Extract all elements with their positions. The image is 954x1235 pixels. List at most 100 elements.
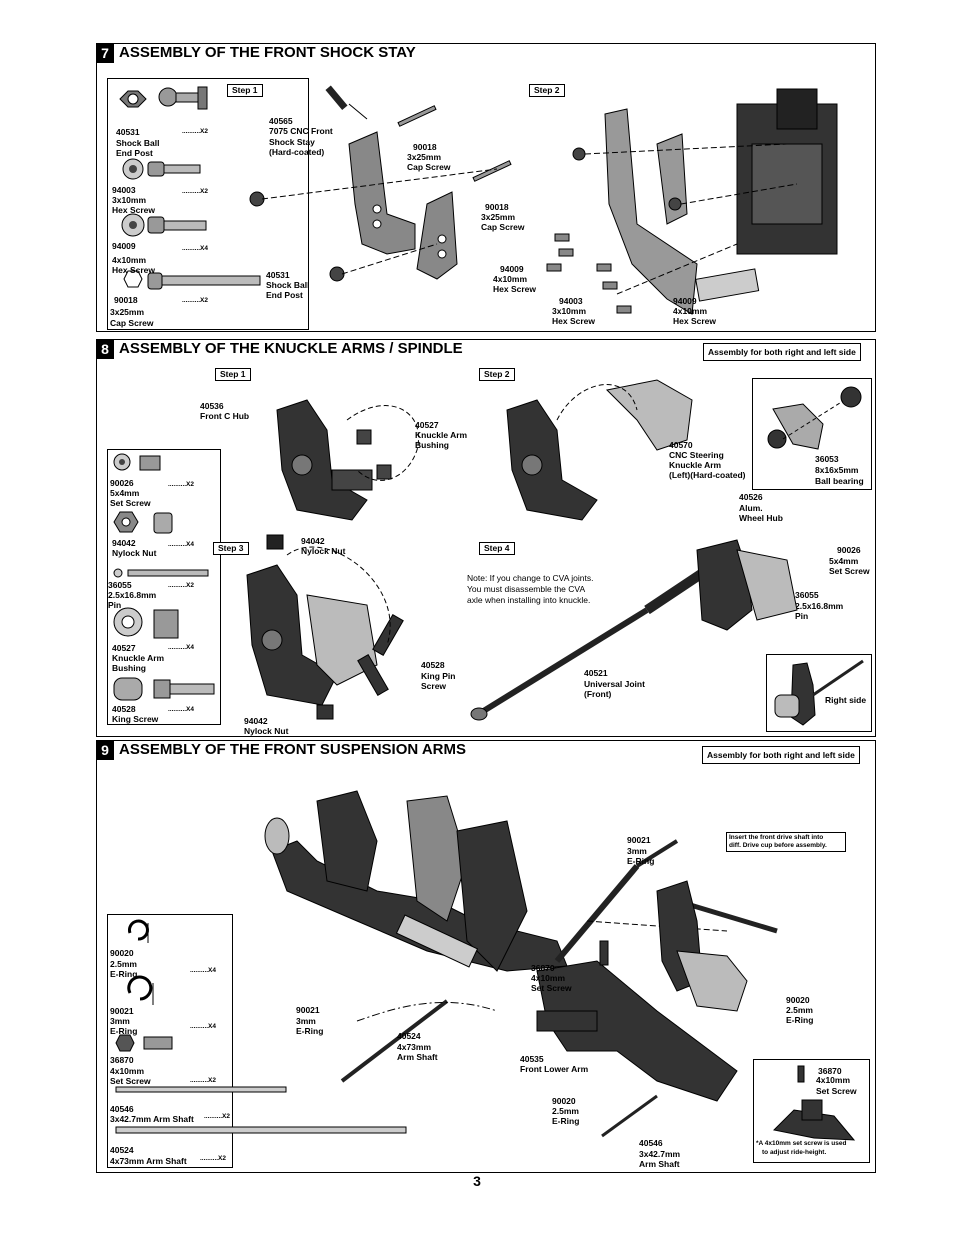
inventory-code: 94042 <box>112 538 136 548</box>
part-label: 40524 <box>397 1031 421 1041</box>
part-label: Ball bearing <box>815 476 864 486</box>
inventory-qty: ..........X4 <box>182 245 209 252</box>
inventory-name: E-Ring <box>110 1026 138 1036</box>
inventory-qty: ..........X2 <box>182 128 209 135</box>
inventory-name: 3mm <box>110 1016 130 1026</box>
part-label: 40528 <box>421 660 445 670</box>
part-label: Cap Screw <box>407 162 451 172</box>
inventory-name: Set Screw <box>110 1076 151 1086</box>
part-label: 90020 <box>552 1096 576 1106</box>
part-label: 36055 <box>795 590 819 600</box>
part-label: E-Ring <box>552 1116 580 1126</box>
part-label: 40531 <box>266 270 290 280</box>
part-label: (Left)(Hard-coated) <box>669 470 746 480</box>
part-label: Alum. <box>739 503 763 513</box>
part-label: Wheel Hub <box>739 513 783 523</box>
inventory-code: 40531 <box>116 127 140 137</box>
part-label: Hex Screw <box>673 316 716 326</box>
part-label: Nylock Nut <box>244 726 289 736</box>
section-7: 7 ASSEMBLY OF THE FRONT SHOCK STAY 40531… <box>96 43 876 332</box>
part-label: 40526 <box>739 492 763 502</box>
part-label: Cap Screw <box>481 222 525 232</box>
parts-inventory-drawings <box>115 919 407 1134</box>
inventory-qty: ..........X4 <box>168 541 195 548</box>
inventory-qty: ..........X4 <box>168 706 195 713</box>
step-2-label: Step 2 <box>529 84 565 97</box>
right-side-label: Right side <box>825 695 867 705</box>
cva-note-line: You must disassemble the CVA <box>467 584 586 594</box>
inventory-qty: ..........X4 <box>168 644 195 651</box>
inventory-qty: ..........X4 <box>190 967 217 974</box>
inventory-code: 40546 <box>110 1104 134 1114</box>
part-label: 4x10mm <box>493 274 528 284</box>
part-label: Set Screw <box>816 1086 857 1096</box>
part-label: Nylock Nut <box>301 546 346 556</box>
universal-joint-illustration <box>470 539 798 721</box>
part-label: 90021 <box>627 835 651 845</box>
shock-stay-step2-illustration <box>546 88 838 315</box>
part-label: Front C Hub <box>200 411 250 421</box>
part-label: (Hard-coated) <box>269 147 325 157</box>
right-side-drawing <box>774 659 864 726</box>
part-label: 40565 <box>269 116 293 126</box>
section-title: ASSEMBLY OF THE KNUCKLE ARMS / SPINDLE <box>119 340 463 357</box>
part-label: Set Screw <box>829 566 870 576</box>
part-label: 4x10mm <box>816 1075 851 1085</box>
part-label: 2.5mm <box>786 1005 813 1015</box>
part-label: Universal Joint <box>584 679 645 689</box>
part-label: 94042 <box>244 716 268 726</box>
inventory-code: 94009 <box>112 241 136 251</box>
inventory-name: 4x10mm <box>112 255 147 265</box>
part-label: 4x10mm <box>673 306 708 316</box>
inventory-code: 36870 <box>110 1055 134 1065</box>
section-title: ASSEMBLY OF THE FRONT SHOCK STAY <box>119 44 416 61</box>
parts-inventory-drawings <box>113 453 215 701</box>
part-label: End Post <box>266 290 303 300</box>
drive-shaft-note-line: diff. Drive cup before assembly. <box>729 842 827 849</box>
inventory-name: Knuckle Arm <box>112 653 165 663</box>
part-label: 94009 <box>500 264 524 274</box>
inventory-name: Set Screw <box>110 498 151 508</box>
step-3-label: Step 3 <box>213 542 249 555</box>
part-label: 3mm <box>296 1016 316 1026</box>
part-label: Screw <box>421 681 447 691</box>
step-1-label: Step 1 <box>227 84 263 97</box>
part-label: (Front) <box>584 689 612 699</box>
ride-height-drawing <box>772 1065 856 1141</box>
part-label: 4x10mm <box>531 973 566 983</box>
part-label: Hex Screw <box>552 316 595 326</box>
side-note: Assembly for both right and left side <box>703 343 861 361</box>
part-label: 40535 <box>520 1054 544 1064</box>
step-2-label: Step 2 <box>479 368 515 381</box>
inventory-code: 40528 <box>112 704 136 714</box>
part-label: 8x16x5mm <box>815 465 859 475</box>
section-title: ASSEMBLY OF THE FRONT SUSPENSION ARMS <box>119 741 466 758</box>
part-label: Knuckle Arm <box>415 430 468 440</box>
part-label: Front Lower Arm <box>520 1064 589 1074</box>
knuckle-step3-illustration <box>246 534 404 720</box>
part-label: 94003 <box>559 296 583 306</box>
part-label: 90021 <box>296 1005 320 1015</box>
inventory-qty: ..........X2 <box>190 1077 217 1084</box>
parts-inventory: 40531 Shock Ball End Post ..........X2 9… <box>107 78 309 330</box>
inventory-qty: ..........X2 <box>168 481 195 488</box>
inventory-qty: ..........X2 <box>204 1113 231 1120</box>
part-label: 36870 <box>531 963 555 973</box>
shock-stay-step1-illustration <box>249 85 512 282</box>
inventory-code: 90020 <box>110 948 134 958</box>
inventory-name: King Screw <box>112 714 159 724</box>
cva-note-line: axle when installing into knuckle. <box>467 595 591 605</box>
inventory-name: Pin <box>108 600 122 610</box>
step-4-label: Step 4 <box>479 542 515 555</box>
inventory-qty: ..........X2 <box>168 582 195 589</box>
inventory-name: 4x10mm <box>110 1066 145 1076</box>
inventory-qty: ..........X2 <box>200 1155 227 1162</box>
inventory-name: Nylock Nut <box>112 548 157 558</box>
inventory-code: 94003 <box>112 185 136 195</box>
lower-arm-illustration <box>340 940 738 1138</box>
inventory-name: Cap Screw <box>110 318 154 328</box>
part-label: 90018 <box>413 142 437 152</box>
part-label: 90020 <box>786 995 810 1005</box>
side-note: Assembly for both right and left side <box>702 746 860 764</box>
part-label: 40536 <box>200 401 224 411</box>
